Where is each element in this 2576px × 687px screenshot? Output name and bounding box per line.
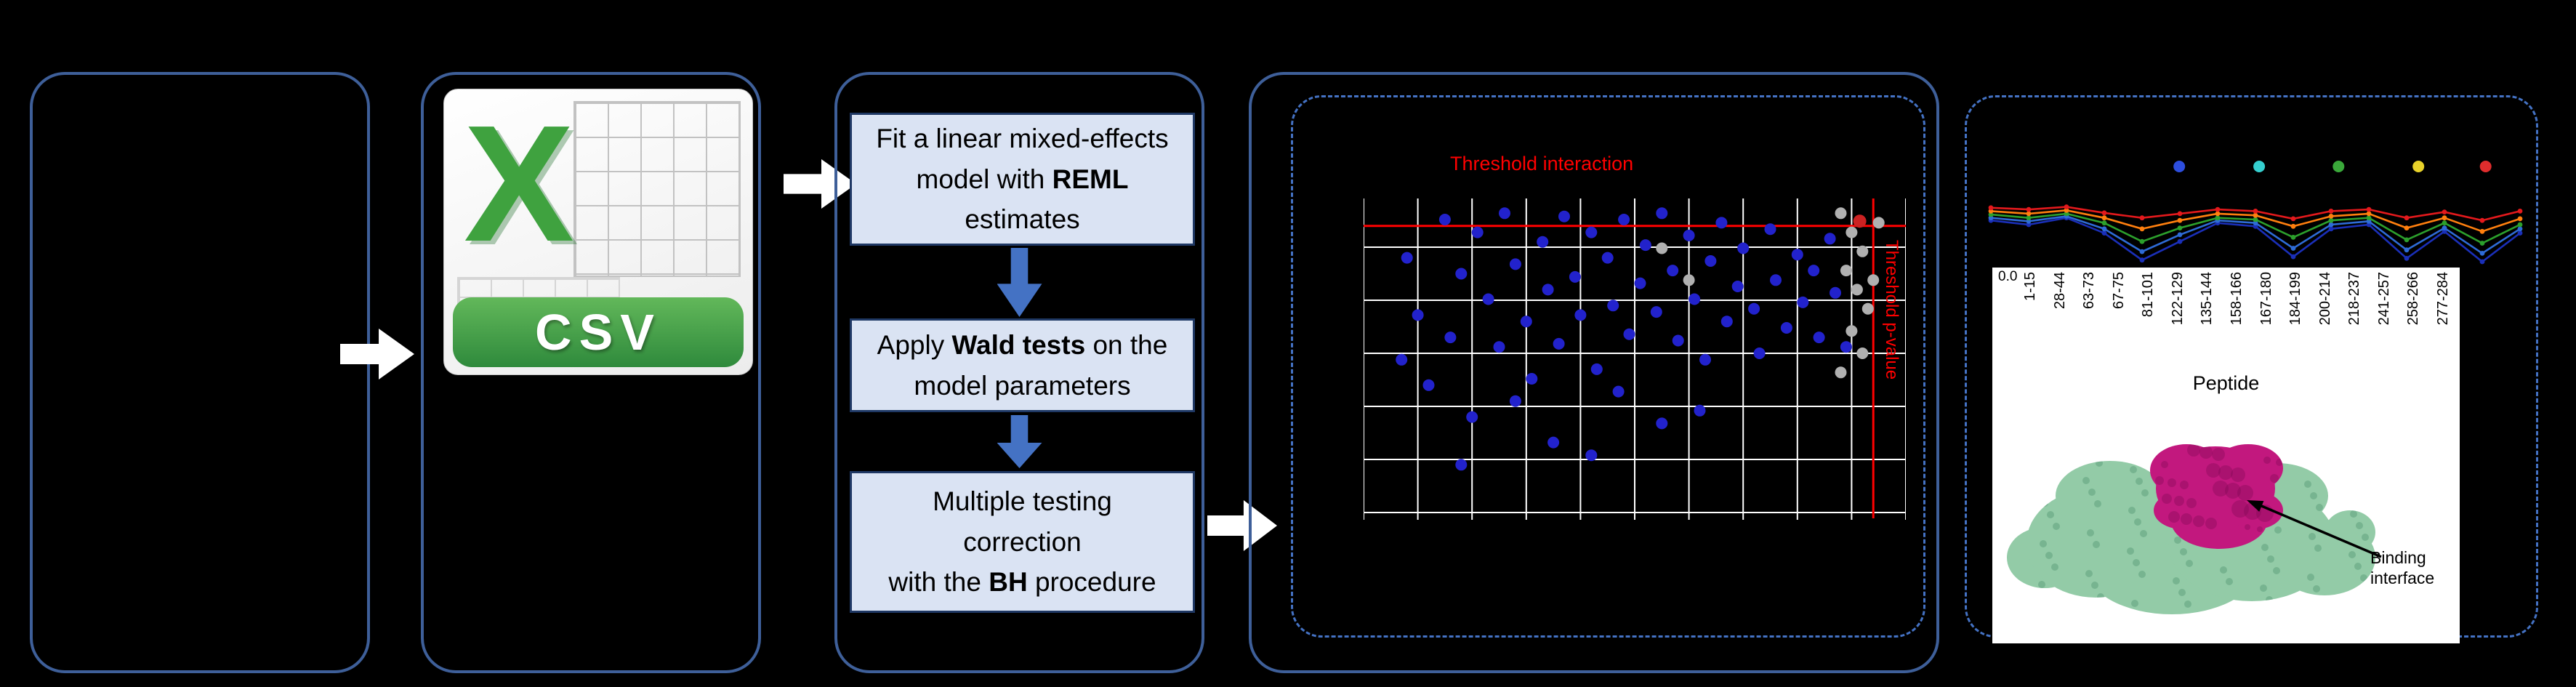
down-arrow-icon (997, 415, 1042, 468)
csv-banner: CSV (453, 297, 744, 367)
peptide-tick-label: 277-284 (2434, 272, 2451, 326)
uptake-line-chart (1988, 161, 2523, 265)
pipeline-step-bh: Multiple testing correction with the BH … (850, 471, 1195, 613)
peptide-axis-title: Peptide (2192, 372, 2260, 394)
panel-statistical-results (1291, 95, 1925, 638)
peptide-tick-label: 67-75 (2110, 272, 2127, 310)
peptide-tick-label: 81-101 (2140, 272, 2157, 318)
peptide-tick-label: 218-237 (2346, 272, 2363, 326)
down-arrow-icon (997, 248, 1042, 317)
peptide-tick-label: 135-144 (2199, 272, 2215, 326)
panel-input-data (30, 72, 370, 673)
panel-results (1249, 72, 1939, 673)
peptide-tick-label: 122-129 (2169, 272, 2186, 326)
peptide-tick-label: 28-44 (2051, 272, 2068, 310)
peptide-axis-labels: 1-15 28-44 63-73 67-75 81-101 122-129 135-144 1… (2022, 272, 2451, 368)
peptide-tick-label: 241-257 (2375, 272, 2392, 326)
peptide-tick-label: 1-15 (2022, 272, 2038, 302)
peptide-panel: 0.0 1-15 28-44 63-73 67-75 81-101 122-129 135-… (1992, 268, 2460, 643)
peptide-tick-label: 158-166 (2228, 272, 2245, 326)
pipeline-step-wald: Apply Wald tests on the model parameters (850, 318, 1195, 412)
binding-interface-label: Binding interface (2370, 548, 2435, 587)
peptide-tick-label: 258-266 (2405, 272, 2422, 326)
peptide-tick-label: 167-180 (2258, 272, 2274, 326)
panel-csv-export (421, 72, 761, 673)
spreadsheet-grid-icon (573, 101, 741, 277)
volcano-scatter-plot (1364, 198, 1906, 520)
csv-file-icon: X CSV (443, 89, 753, 375)
threshold-interaction-label: Threshold interaction (1450, 153, 1634, 174)
protein-structure-image (2007, 444, 2375, 614)
peptide-tick-label: 200-214 (2317, 272, 2333, 326)
peptide-tick-label: 184-199 (2287, 272, 2304, 326)
threshold-pvalue-label: Threshold p-value (1882, 240, 1901, 380)
y-axis-zero-tick: 0.0 (1998, 269, 2018, 284)
peptide-tick-label: 63-73 (2081, 272, 2098, 310)
excel-x-logo-icon: X (463, 91, 575, 276)
pipeline-step-reml: Fit a linear mixed-effects model with RE… (850, 113, 1195, 246)
panel-statistical-pipeline: Fit a linear mixed-effects model with RE… (834, 72, 1204, 673)
csv-banner-label: CSV (535, 304, 661, 361)
